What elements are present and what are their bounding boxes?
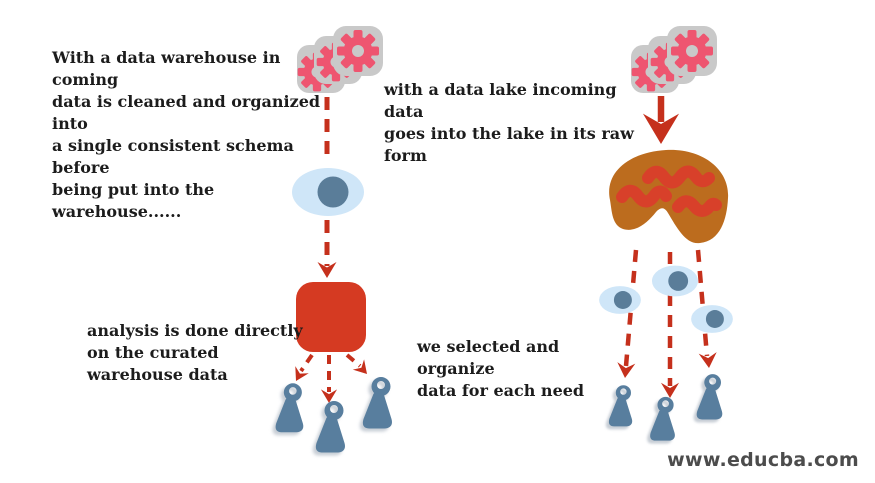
- person-icon: [315, 401, 345, 453]
- warehouse-flow-arrows: [288, 97, 374, 404]
- warehouse-users-group: [272, 377, 392, 456]
- analysis-note-text: analysis is done directly on the curated…: [87, 321, 303, 384]
- person-icon: [362, 377, 392, 429]
- lake-blob-icon: [609, 149, 729, 244]
- lake-waves: [616, 165, 722, 217]
- lake-view-eyes: [599, 265, 733, 333]
- eye-icon: [651, 265, 699, 297]
- person-icon: [275, 383, 304, 433]
- select-note-text: we selected and organize data for each n…: [417, 337, 585, 400]
- eye-icon: [691, 305, 733, 333]
- warehouse-box-icon: [296, 282, 366, 352]
- person-icon: [696, 374, 723, 420]
- eye-icon: [599, 286, 641, 314]
- person-icon: [650, 396, 675, 441]
- watermark-text: www.educba.com: [667, 449, 859, 471]
- warehouse-note-text: With a data warehouse in coming data is …: [52, 48, 321, 221]
- lake-inflow-arrow: [642, 96, 680, 145]
- lake-note-text: with a data lake incoming data goes into…: [384, 80, 634, 165]
